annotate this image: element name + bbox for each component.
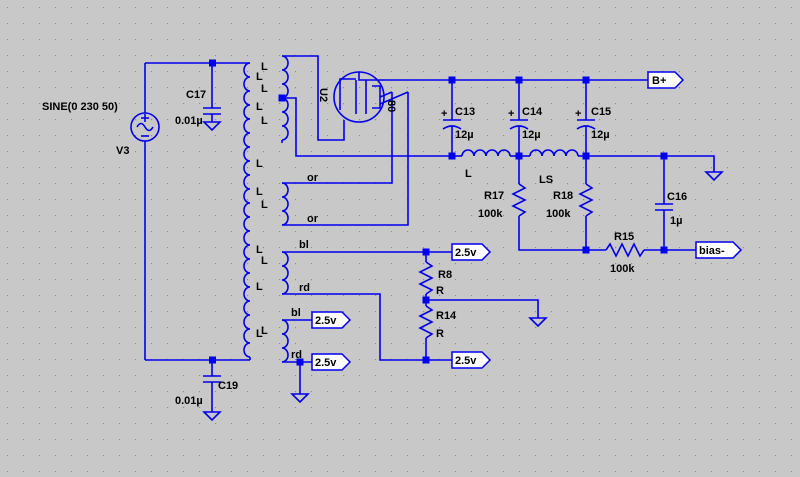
wire-divider-ground <box>426 299 539 318</box>
r15-name: R15 <box>614 231 634 243</box>
c14-plus: + <box>508 108 514 120</box>
net-flag-bias[interactable]: bias- <box>695 241 743 259</box>
resistor-r8[interactable]: R8 R <box>418 252 452 300</box>
net-flag-2v5-b[interactable]: 2.5v <box>451 351 492 369</box>
c15-name: C15 <box>591 106 611 118</box>
inductor-ls[interactable]: LS <box>519 149 586 186</box>
c17-name: C17 <box>186 89 206 101</box>
winding-label: L <box>261 199 268 211</box>
resistor-r14[interactable]: R14 R <box>418 300 457 360</box>
capacitor-c19[interactable]: C19 0.01µ <box>175 360 238 422</box>
c17-value: 0.01µ <box>175 115 203 127</box>
secondary-heater-bl-rd[interactable]: bl rd L <box>261 239 426 361</box>
c15-plus: + <box>575 108 581 120</box>
flag-2v5-label: 2.5v <box>315 315 337 327</box>
lead-bl: bl <box>299 239 309 251</box>
tube-u2[interactable]: U2 80 <box>317 71 452 123</box>
wire-to-ground <box>586 155 715 172</box>
c16-name: C16 <box>667 191 687 203</box>
capacitor-c13[interactable]: + C13 12µ <box>441 80 475 156</box>
c13-plus: + <box>441 108 447 120</box>
bias-label: bias- <box>699 245 725 257</box>
bplus-label: B+ <box>652 75 666 87</box>
winding-label: L <box>256 244 263 256</box>
ground-symbol <box>290 393 310 404</box>
r18-value: 100k <box>546 208 571 220</box>
c19-value: 0.01µ <box>175 395 203 407</box>
net-flag-bplus[interactable]: B+ <box>647 71 685 89</box>
ground-symbol <box>704 171 724 182</box>
secondary-heater-2[interactable]: bl rd L <box>261 307 312 404</box>
tube-type-label: 80 <box>385 100 397 112</box>
winding-label: L <box>256 281 263 293</box>
net-flag-2v5-c[interactable]: 2.5v <box>311 311 352 329</box>
net-flag-2v5-a[interactable]: 2.5v <box>451 243 492 261</box>
lead-or-top: or <box>307 172 319 184</box>
transformer-primary[interactable]: L L L L L L L <box>243 62 263 360</box>
r8-value: R <box>436 285 444 297</box>
winding-label: L <box>261 115 268 127</box>
secondary-filament-or[interactable]: or or L <box>261 92 409 226</box>
secondary-hv[interactable]: L L L <box>261 55 452 157</box>
capacitor-c16[interactable]: C16 1µ <box>655 156 687 250</box>
lead-rd-2: rd <box>291 349 302 361</box>
r17-name: R17 <box>484 190 504 202</box>
capacitor-c17[interactable]: C17 0.01µ <box>175 63 222 132</box>
winding-label: L <box>261 83 268 95</box>
lead-or-bottom: or <box>307 213 319 225</box>
capacitor-c15[interactable]: + C15 12µ <box>575 80 611 156</box>
r14-name: R14 <box>436 310 457 322</box>
resistor-r18[interactable]: R18 100k <box>546 156 594 250</box>
resistor-r15[interactable]: R15 100k <box>586 231 696 275</box>
winding-label: L <box>256 71 263 83</box>
ground-symbol <box>528 317 548 328</box>
winding-label: L <box>256 101 263 113</box>
lead-rd: rd <box>299 282 310 294</box>
r14-value: R <box>436 328 444 340</box>
c14-name: C14 <box>522 106 543 118</box>
c16-value: 1µ <box>670 215 682 227</box>
flag-2v5-label: 2.5v <box>455 355 477 367</box>
winding-label: L <box>256 186 263 198</box>
c14-value: 12µ <box>522 129 541 141</box>
inductor-ls-name: LS <box>539 174 553 186</box>
r18-name: R18 <box>553 190 573 202</box>
winding-label: L <box>261 61 268 73</box>
c13-value: 12µ <box>455 129 474 141</box>
net-flag-2v5-d[interactable]: 2.5v <box>311 353 352 371</box>
c15-value: 12µ <box>591 129 610 141</box>
tube-name-label: U2 <box>317 88 329 102</box>
inductor-l[interactable]: L <box>452 149 519 180</box>
resistor-r17[interactable]: R17 100k <box>478 156 586 251</box>
winding-label: L <box>256 158 263 170</box>
capacitor-c14[interactable]: + C14 12µ <box>508 80 543 156</box>
flag-2v5-label: 2.5v <box>455 247 477 259</box>
source-v3[interactable]: SINE(0 230 50) V3 <box>42 63 160 360</box>
c19-name: C19 <box>218 380 238 392</box>
inductor-l-name: L <box>465 168 472 180</box>
r17-value: 100k <box>478 208 503 220</box>
winding-label: L <box>261 325 268 337</box>
lead-bl-2: bl <box>291 307 301 319</box>
source-name-label: V3 <box>116 145 129 157</box>
winding-label: L <box>256 328 263 340</box>
flag-2v5-label: 2.5v <box>315 357 337 369</box>
winding-label: L <box>261 255 268 267</box>
c13-name: C13 <box>455 106 475 118</box>
r15-value: 100k <box>610 263 635 275</box>
r8-name: R8 <box>438 269 452 281</box>
source-spec-label: SINE(0 230 50) <box>42 101 118 113</box>
